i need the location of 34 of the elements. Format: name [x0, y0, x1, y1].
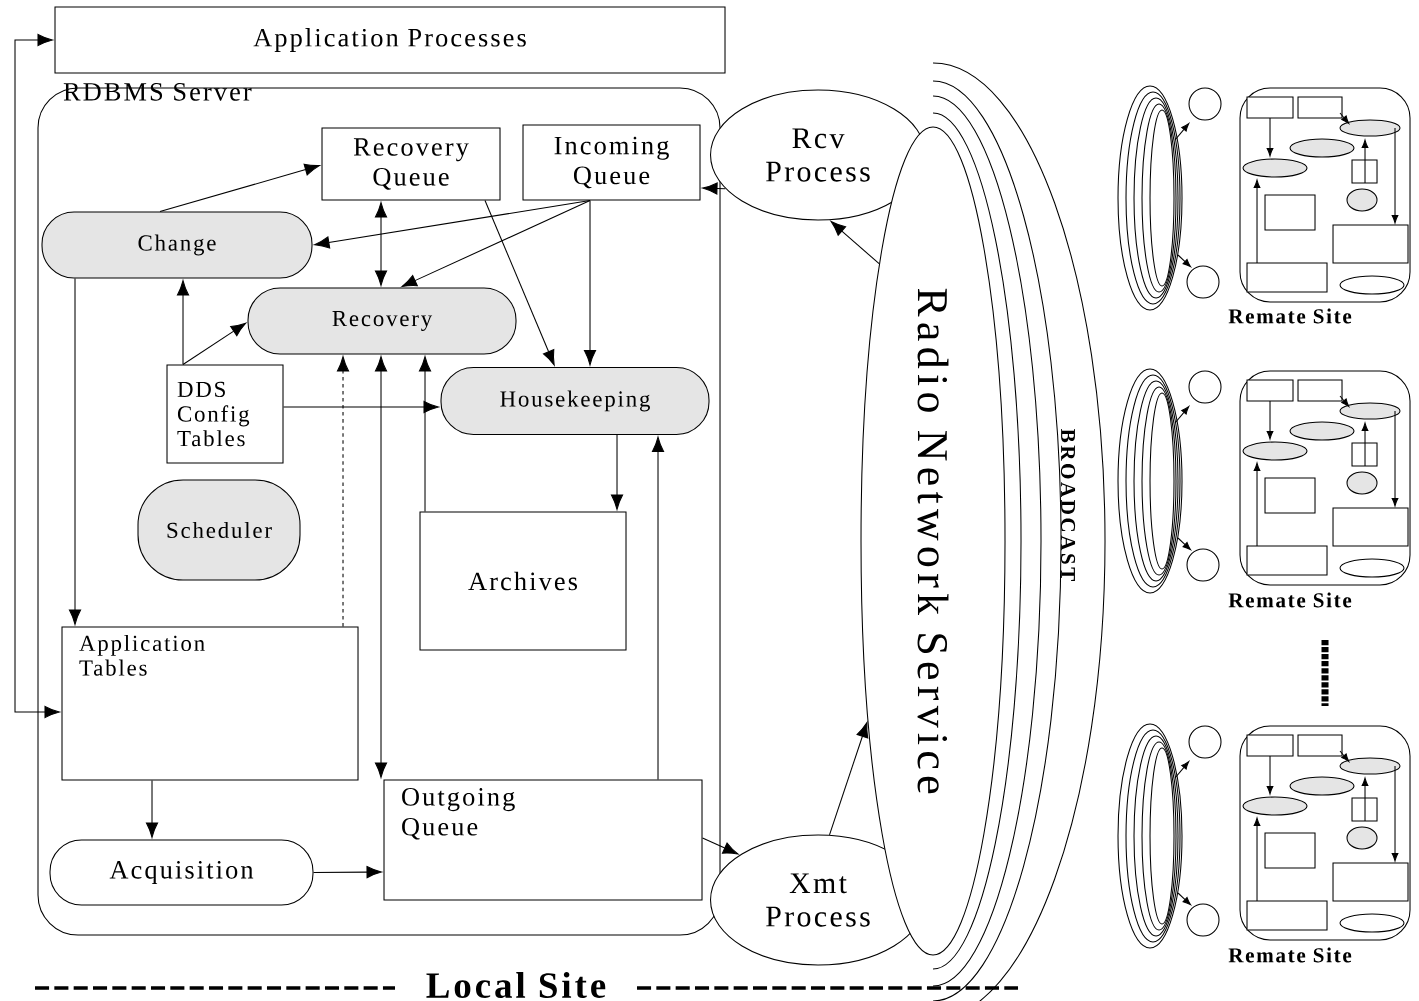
site-label: Remate Site [1228, 947, 1352, 963]
process-box: Archives [419, 511, 627, 651]
process-box: DDS Config Tables [166, 364, 284, 464]
site-label: Local Site [426, 972, 606, 998]
site-label: Remate Site [1228, 308, 1352, 324]
arrow [651, 436, 665, 780]
arrow [610, 434, 624, 510]
arrow [418, 356, 432, 512]
arrow [182, 322, 247, 365]
arrow [484, 200, 555, 366]
arrow [374, 356, 388, 778]
arrow [14, 33, 60, 719]
broadcast-label: BROADCAST [1060, 429, 1076, 581]
process-box: Outgoing Queue [383, 779, 703, 901]
site-label: Remate Site [1228, 592, 1352, 608]
process-box: Application Tables [61, 626, 359, 781]
process-box: Application Processes [54, 6, 726, 74]
arrow [830, 221, 880, 265]
arrow [68, 278, 82, 625]
arrow [145, 780, 159, 838]
arrow [828, 722, 869, 836]
arrow [159, 163, 320, 212]
arrow [583, 200, 597, 366]
arrow [314, 200, 591, 249]
arrow [336, 356, 350, 627]
arrow [702, 837, 739, 855]
arrow [313, 866, 382, 879]
process-box: Incoming Queue [522, 124, 701, 201]
arrow [401, 200, 591, 288]
process-box: Recovery Queue [321, 127, 501, 201]
arrow [176, 280, 190, 365]
arrow [283, 400, 439, 414]
arrow [374, 202, 388, 286]
arrow [702, 182, 726, 195]
